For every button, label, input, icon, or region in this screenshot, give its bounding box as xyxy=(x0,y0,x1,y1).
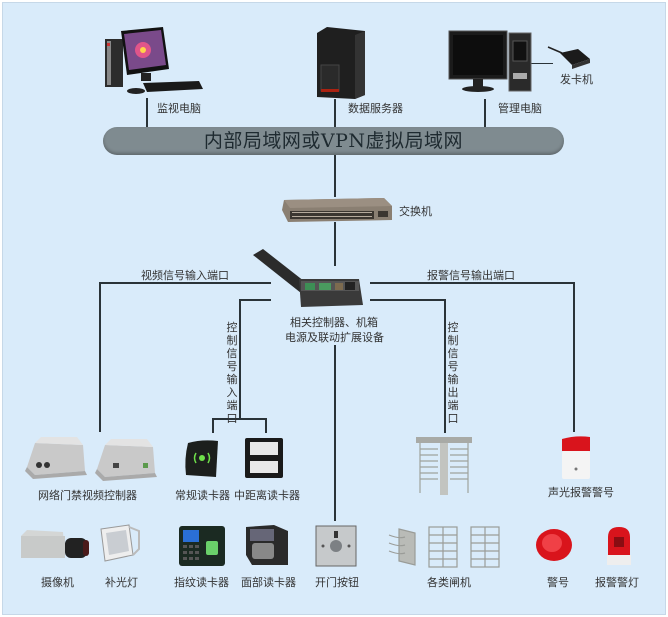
alarm-horn-icon xyxy=(536,529,572,561)
exit-button-icon xyxy=(315,525,357,567)
alarm-horn-label: 警号 xyxy=(547,576,569,589)
line-video-input-v xyxy=(99,282,101,432)
control-input-port-label: 控制信号输入端口 xyxy=(226,321,238,425)
line-alarm-output-v xyxy=(573,282,575,432)
controller-label-line1: 相关控制器、机箱 xyxy=(290,316,378,329)
floodlight-icon xyxy=(100,524,140,562)
full-height-turnstile-icon xyxy=(416,437,472,495)
fingerprint-reader-label: 指纹读卡器 xyxy=(174,576,229,589)
line-control-output-v xyxy=(444,299,446,433)
line-control-input-std xyxy=(212,418,214,433)
siren-icon xyxy=(562,436,590,479)
turnstiles-label: 各类闸机 xyxy=(427,576,471,589)
lan-vpn-bus: 内部局域网或VPN虚拟局域网 xyxy=(103,127,564,155)
line-server-to-bus xyxy=(334,99,336,128)
camera-icon xyxy=(21,530,89,558)
card-issuer-icon xyxy=(547,46,590,69)
sound-light-alarm-label: 声光报警警号 xyxy=(548,486,614,499)
control-output-port-label: 控制信号输出端口 xyxy=(447,321,459,425)
video-controller-label: 网络门禁视频控制器 xyxy=(38,489,137,502)
video-controller-icon xyxy=(25,437,157,481)
standard-card-reader-label: 常规读卡器 xyxy=(175,489,230,502)
mid-range-reader-label: 中距离读卡器 xyxy=(234,489,300,502)
line-controller-to-exit-button xyxy=(334,345,336,521)
alarm-beacon-label: 报警警灯 xyxy=(595,576,639,589)
line-alarm-output-h xyxy=(370,282,574,284)
card-issuer-label: 发卡机 xyxy=(560,73,593,86)
exit-button-label: 开门按钮 xyxy=(315,576,359,589)
camera-label: 摄像机 xyxy=(41,576,74,589)
line-switch-to-controller xyxy=(334,222,336,266)
line-admin-to-card-issuer xyxy=(531,63,553,64)
line-bus-to-switch xyxy=(334,155,336,197)
line-control-input-v xyxy=(239,299,241,419)
switch-label: 交换机 xyxy=(399,205,432,218)
mid-range-reader-icon xyxy=(245,438,283,478)
line-control-input-split xyxy=(212,418,266,420)
controller-box-icon xyxy=(253,249,363,307)
alarm-output-port-label: 报警信号输出端口 xyxy=(427,269,515,282)
switch-icon xyxy=(282,198,392,222)
line-admin-to-bus xyxy=(484,99,486,128)
standard-card-reader-icon xyxy=(185,440,218,477)
line-control-input-h xyxy=(239,299,271,301)
monitor-pc-icon xyxy=(105,27,203,94)
turnstiles-icon xyxy=(388,526,500,568)
data-server-icon xyxy=(317,27,365,99)
fingerprint-reader-icon xyxy=(179,526,225,566)
line-control-output-h xyxy=(370,299,445,301)
face-reader-icon xyxy=(246,525,288,565)
monitor-pc-label: 监视电脑 xyxy=(157,102,201,115)
video-input-port-label: 视频信号输入端口 xyxy=(141,269,229,282)
lan-vpn-bus-label: 内部局域网或VPN虚拟局域网 xyxy=(203,130,464,152)
fill-light-label: 补光灯 xyxy=(105,576,138,589)
line-video-input-h xyxy=(99,282,271,284)
controller-label-line2: 电源及联动扩展设备 xyxy=(285,331,384,344)
beacon-light-icon xyxy=(607,527,631,565)
admin-pc-icon xyxy=(448,30,532,92)
line-control-input-mid xyxy=(265,418,267,433)
face-reader-label: 面部读卡器 xyxy=(241,576,296,589)
data-server-label: 数据服务器 xyxy=(348,102,403,115)
admin-pc-label: 管理电脑 xyxy=(498,102,542,115)
line-monitor-to-bus xyxy=(146,98,148,128)
